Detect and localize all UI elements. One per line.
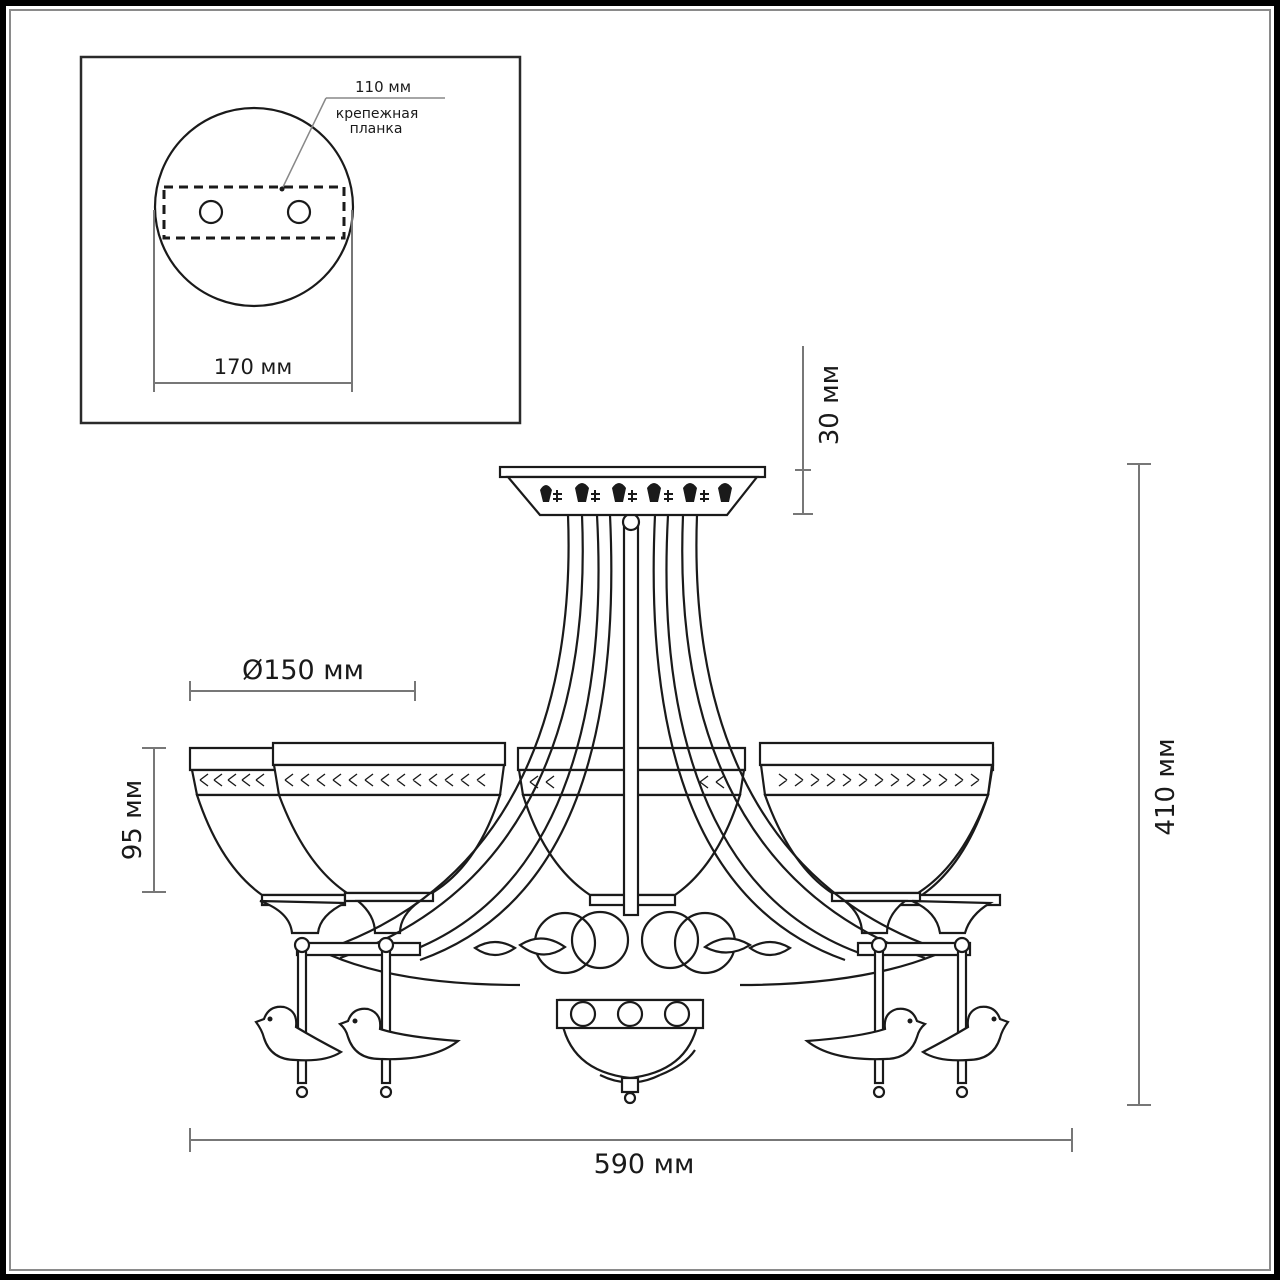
mounting-bracket-dashed bbox=[162, 185, 346, 240]
bracket-length-label: 110 мм bbox=[355, 78, 411, 96]
dimension-590: 590 мм bbox=[189, 1128, 1073, 1180]
bracket-name-line2: планка bbox=[350, 121, 403, 137]
total-height-label: 410 мм bbox=[1151, 738, 1181, 835]
bird-ornament-1 bbox=[254, 946, 344, 1099]
shade-far-right-cup bbox=[911, 899, 994, 935]
ceiling-canopy bbox=[498, 465, 767, 517]
callout-dot bbox=[279, 186, 285, 192]
dimension-150: Ø150 мм bbox=[189, 655, 416, 701]
bracket-name-line1: крепежная bbox=[336, 106, 419, 122]
dimension-95: 95 мм bbox=[118, 747, 166, 893]
bird-ornament-2 bbox=[337, 946, 461, 1099]
callout-leader bbox=[281, 97, 327, 190]
dimension-30: 30 мм bbox=[793, 346, 845, 515]
bird-ornament-4 bbox=[920, 946, 1010, 1099]
canopy-height-label: 30 мм bbox=[815, 365, 845, 446]
ceiling-plate-circle bbox=[153, 106, 355, 308]
scroll-ornaments bbox=[472, 910, 793, 975]
inner-frame bbox=[9, 9, 1271, 1271]
plate-diameter-label: 170 мм bbox=[214, 355, 292, 379]
bird-ornament-3 bbox=[804, 946, 928, 1099]
screw-hole-left bbox=[198, 199, 224, 225]
screw-hole-right bbox=[286, 199, 312, 225]
dimension-410: 410 мм bbox=[1127, 463, 1181, 1106]
shade-left bbox=[271, 741, 507, 935]
arm-joints bbox=[293, 936, 971, 954]
leaf-band-pattern bbox=[199, 773, 980, 789]
center-bowl bbox=[555, 998, 705, 1105]
mounting-inset: 110 мм крепежная планка 170 мм bbox=[79, 55, 522, 425]
shade-far-left-cup bbox=[259, 899, 346, 935]
shade-height-label: 95 мм bbox=[118, 780, 148, 861]
shade-diameter-label: Ø150 мм bbox=[242, 655, 364, 686]
total-width-label: 590 мм bbox=[594, 1149, 695, 1180]
shade-right bbox=[758, 741, 995, 935]
